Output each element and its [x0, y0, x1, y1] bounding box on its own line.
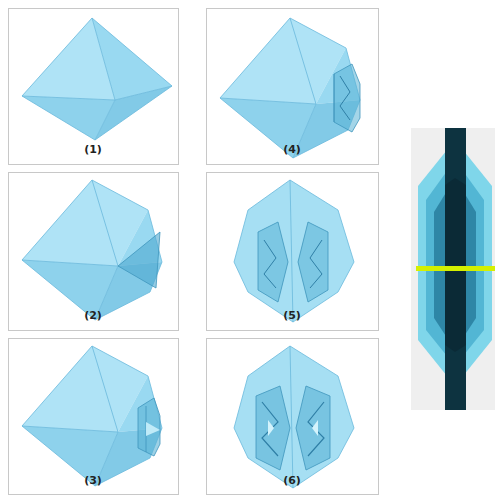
octahedron — [22, 18, 172, 140]
octahedron-cut — [22, 346, 162, 486]
panel-number: (5) — [283, 309, 301, 322]
octahedron-cut — [234, 180, 354, 322]
panel-number: (6) — [283, 474, 301, 487]
panel-frame — [9, 9, 379, 495]
panel-number: (1) — [84, 143, 102, 156]
panel-number: (2) — [84, 309, 102, 322]
section-view — [411, 128, 495, 410]
octahedron-cut — [22, 180, 162, 320]
panel-number: (3) — [84, 474, 102, 487]
panel-number: (4) — [283, 143, 301, 156]
octahedron-cut — [220, 18, 360, 158]
octahedron-cut — [234, 346, 354, 488]
